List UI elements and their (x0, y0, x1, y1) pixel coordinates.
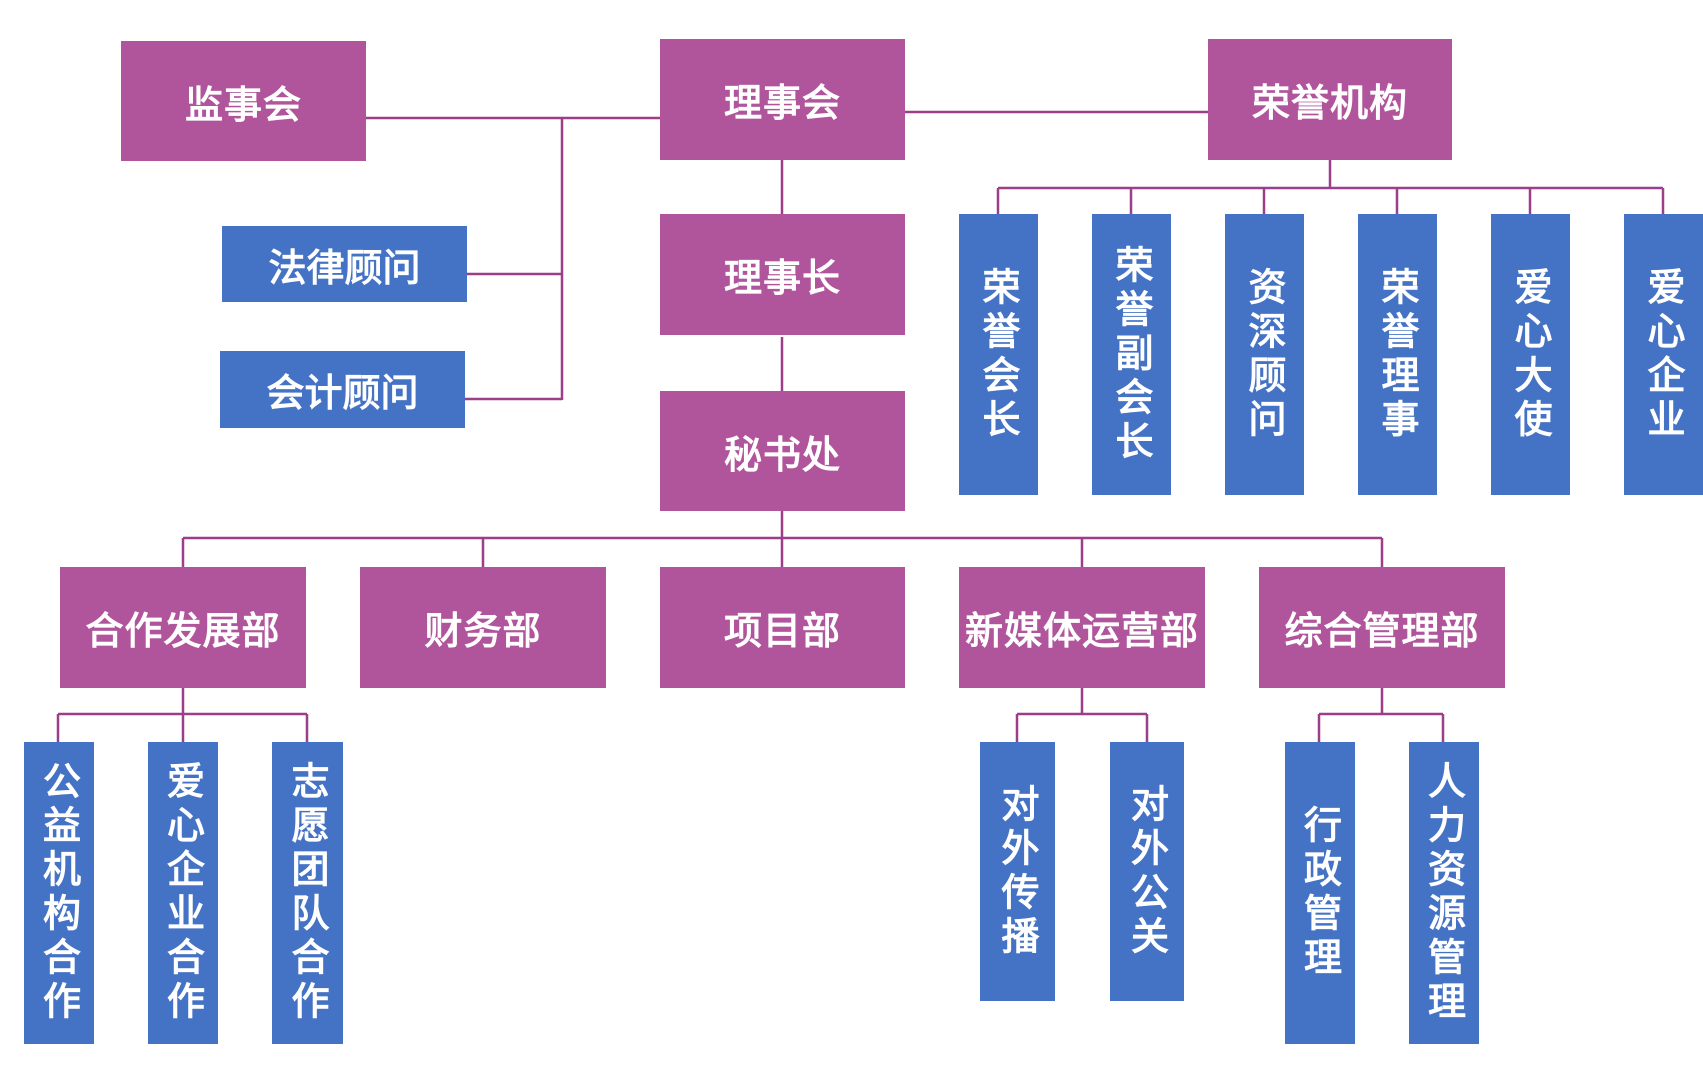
node-cooperation-dept: 合作发展部 (60, 567, 306, 688)
node-council: 理事会 (660, 39, 905, 160)
node-accounting-advisor: 会计顾问 (220, 351, 465, 428)
node-administration: 行政管理 (1285, 742, 1355, 1044)
node-legal-advisor: 法律顾问 (222, 226, 467, 302)
node-supervisors: 监事会 (121, 41, 366, 161)
node-finance-dept: 财务部 (360, 567, 606, 688)
node-hr-management: 人力资源管理 (1409, 742, 1479, 1044)
node-external-communication: 对外传播 (980, 742, 1055, 1001)
node-public-relations: 对外公关 (1110, 742, 1184, 1001)
node-charity-ambassador: 爱心大使 (1491, 214, 1570, 495)
node-senior-advisor: 资深顾问 (1225, 214, 1304, 495)
node-honorary-president: 荣誉会长 (959, 214, 1038, 495)
node-new-media-dept: 新媒体运营部 (959, 567, 1205, 688)
node-honorary-vice-president: 荣誉副会长 (1092, 214, 1171, 495)
node-charity-enterprise-coop: 爱心企业合作 (148, 742, 218, 1044)
node-volunteer-team-coop: 志愿团队合作 (272, 742, 343, 1044)
node-honorary: 荣誉机构 (1208, 39, 1452, 160)
node-chairman: 理事长 (660, 214, 905, 335)
node-honorary-director: 荣誉理事 (1358, 214, 1437, 495)
node-general-mgmt-dept: 综合管理部 (1259, 567, 1505, 688)
node-charity-enterprise: 爱心企业 (1624, 214, 1703, 495)
node-charity-org-coop: 公益机构合作 (24, 742, 94, 1044)
node-secretariat: 秘书处 (660, 391, 905, 511)
node-project-dept: 项目部 (660, 567, 905, 688)
